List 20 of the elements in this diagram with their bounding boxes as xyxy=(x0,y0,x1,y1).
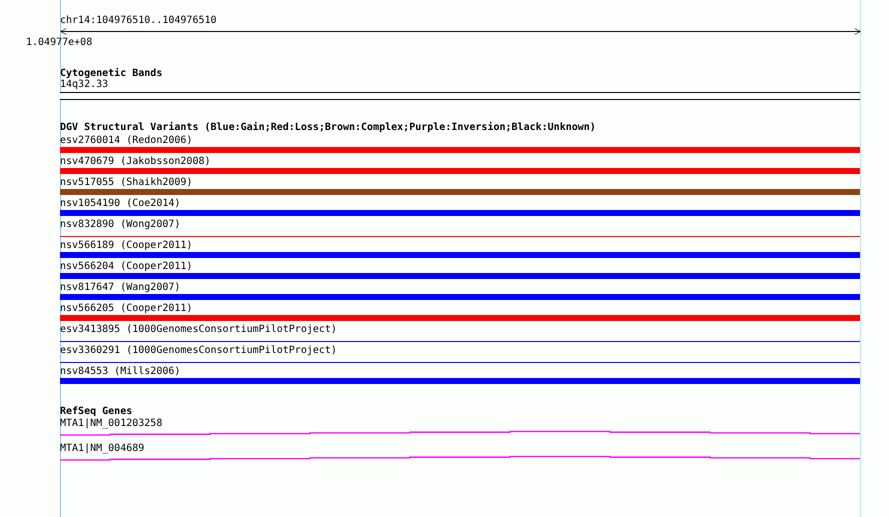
track-title: DGV Structural Variants (Blue:Gain;Red:Loss;Brown:Complex;Purple:Inversion;Black:Unknown) xyxy=(60,122,596,133)
gene-label: MTA1|NM_001203258 xyxy=(60,418,162,429)
variant-label: esv2760014 (Redon2006) xyxy=(60,135,192,146)
axis-value: 1.04977e+08 xyxy=(26,37,92,48)
track-title: Cytogenetic Bands xyxy=(60,68,162,79)
variant-label: nsv832890 (Wong2007) xyxy=(60,219,180,230)
variant-label: nsv817647 (Wang2007) xyxy=(60,282,180,293)
variant-label: esv3413895 (1000GenomesConsortiumPilotProject) xyxy=(60,324,337,335)
band-label: 14q32.33 xyxy=(60,79,108,90)
gene-label: MTA1|NM_004689 xyxy=(60,443,144,454)
variant-label: nsv566189 (Cooper2011) xyxy=(60,240,192,251)
variant-label: nsv566204 (Cooper2011) xyxy=(60,261,192,272)
variant-label: esv3360291 (1000GenomesConsortiumPilotProject) xyxy=(60,345,337,356)
coordinate-range: chr14:104976510..104976510 xyxy=(60,15,217,26)
track-title: RefSeq Genes xyxy=(60,406,132,417)
variant-label: nsv84553 (Mills2006) xyxy=(60,366,180,377)
variant-label: nsv566205 (Cooper2011) xyxy=(60,303,192,314)
variant-label: nsv470679 (Jakobsson2008) xyxy=(60,156,211,167)
variant-label: nsv517055 (Shaikh2009) xyxy=(60,177,192,188)
variant-label: nsv1054190 (Coe2014) xyxy=(60,198,180,209)
